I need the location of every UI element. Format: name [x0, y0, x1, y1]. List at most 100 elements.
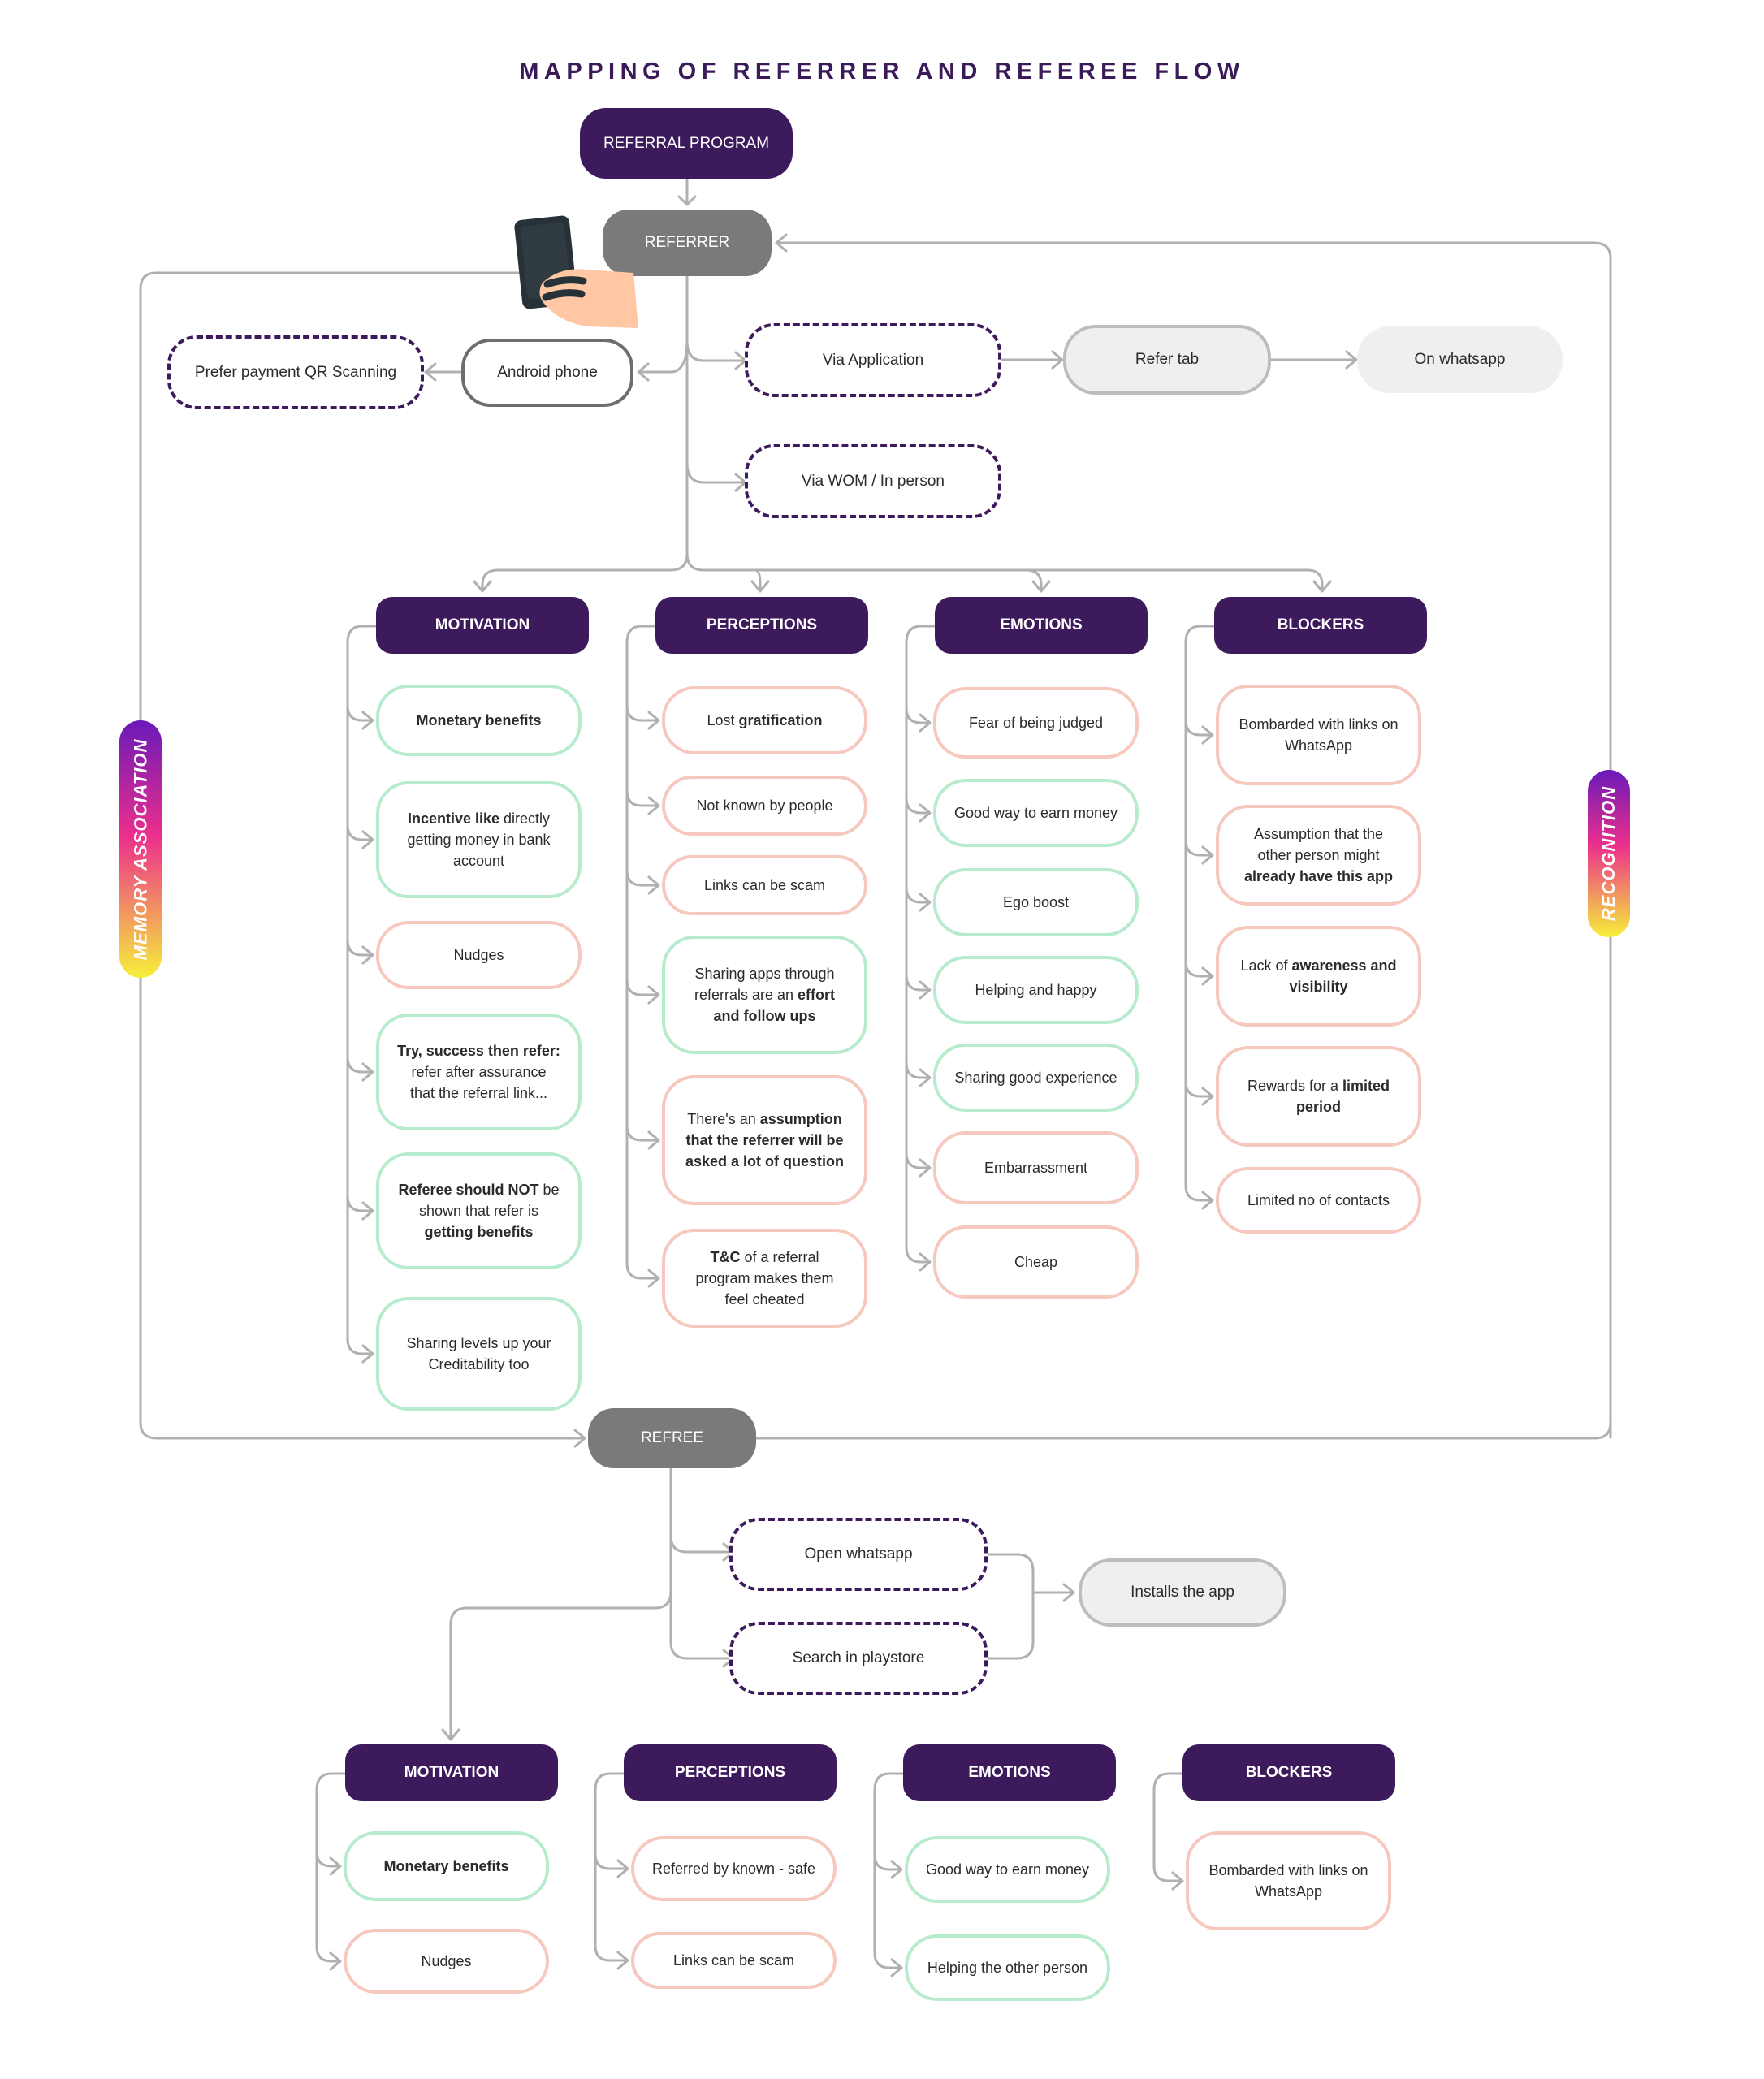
- refree-node[interactable]: REFREE: [588, 1408, 756, 1468]
- on-whatsapp-node[interactable]: On whatsapp: [1357, 326, 1563, 393]
- header-motivation[interactable]: MOTIVATION: [376, 597, 589, 654]
- list-item[interactable]: Fear of being judged: [933, 687, 1139, 759]
- list-item[interactable]: Ego boost: [933, 868, 1139, 936]
- list-item[interactable]: Try, success then refer:refer after assu…: [376, 1014, 582, 1130]
- android-phone-node[interactable]: Android phone: [461, 339, 633, 407]
- list-item[interactable]: Helping the other person: [905, 1934, 1110, 2001]
- list-item[interactable]: Nudges: [376, 921, 582, 989]
- qr-scanning-label: Prefer payment QR Scanning: [194, 363, 397, 381]
- connector-segment: [616, 1951, 629, 1970]
- header-blockers[interactable]: BLOCKERS: [1214, 597, 1427, 654]
- list-item[interactable]: Links can be scam: [662, 855, 867, 915]
- open-whatsapp-label: Open whatsapp: [804, 1545, 913, 1563]
- connector-segment: [1201, 725, 1214, 745]
- list-item-text: Helping and happy: [975, 981, 1097, 998]
- hand-holding-phone-icon: [514, 215, 638, 328]
- on-whatsapp-label: On whatsapp: [1414, 351, 1506, 369]
- header-perceptions[interactable]: PERCEPTIONS: [624, 1744, 837, 1801]
- list-item[interactable]: Lost gratification: [662, 686, 867, 754]
- connector-segment: [361, 711, 374, 730]
- refer-tab-label: Refer tab: [1135, 351, 1200, 369]
- list-item-text: Helping the other person: [927, 1959, 1088, 1976]
- connector-segment: [625, 979, 659, 996]
- connector-segment: [647, 1269, 660, 1288]
- open-whatsapp-node[interactable]: Open whatsapp: [729, 1518, 988, 1591]
- connector-segment: [905, 974, 930, 992]
- search-playstore-node[interactable]: Search in playstore: [729, 1622, 988, 1695]
- header-motivation[interactable]: MOTIVATION: [345, 1744, 558, 1801]
- list-item-text: Links can be scam: [703, 876, 826, 893]
- connector-segment: [1184, 719, 1213, 737]
- referrer-node[interactable]: REFERRER: [603, 210, 772, 276]
- connector-segment: [315, 1945, 340, 1963]
- list-item-text: Cheap: [1014, 1253, 1058, 1270]
- connector-segment: [625, 1124, 659, 1142]
- header-blockers[interactable]: BLOCKERS: [1182, 1744, 1395, 1801]
- header-perceptions[interactable]: PERCEPTIONS: [655, 597, 868, 654]
- connector-segment: [346, 823, 373, 841]
- connector-segment: [315, 1850, 340, 1868]
- connector-segment: [1184, 1080, 1213, 1098]
- list-item[interactable]: Helping and happy: [933, 956, 1139, 1024]
- connector-segment: [873, 1853, 901, 1871]
- referral-program-node[interactable]: REFERRAL PROGRAM: [580, 108, 793, 179]
- header-emotions[interactable]: EMOTIONS: [935, 597, 1148, 654]
- list-item-text: Nudges: [453, 946, 504, 963]
- header-emotions[interactable]: EMOTIONS: [903, 1744, 1116, 1801]
- connector-segment: [919, 803, 932, 823]
- list-item[interactable]: Links can be scam: [631, 1932, 837, 1989]
- list-item-text: Referred by known - safe: [651, 1860, 816, 1877]
- list-item[interactable]: Nudges: [344, 1929, 549, 1994]
- connector-segment: [905, 1246, 930, 1264]
- memory-association-text: MEMORY ASSOCIATION: [130, 738, 150, 960]
- connector-segment: [919, 713, 932, 733]
- installs-app-label: Installs the app: [1131, 1584, 1234, 1601]
- list-item-text: Try, success then refer:refer after assu…: [397, 1042, 560, 1102]
- connector-segment: [594, 1852, 628, 1870]
- connector-segment: [919, 980, 932, 1000]
- connector-segment: [1201, 1191, 1214, 1210]
- list-item[interactable]: Good way to earn money: [933, 779, 1139, 847]
- qr-scanning-node[interactable]: Prefer payment QR Scanning: [167, 335, 424, 409]
- connector-segment: [346, 939, 373, 957]
- list-item[interactable]: Sharing good experience: [933, 1044, 1139, 1112]
- via-wom-node[interactable]: Via WOM / In person: [745, 444, 1001, 518]
- connector-segment: [346, 1056, 373, 1074]
- connector-segment: [346, 704, 373, 722]
- list-item[interactable]: Not known by people: [662, 776, 867, 836]
- installs-app-node[interactable]: Installs the app: [1079, 1558, 1286, 1627]
- refer-tab-node[interactable]: Refer tab: [1063, 325, 1271, 395]
- connector-segment: [905, 1061, 930, 1079]
- list-item[interactable]: Monetary benefits: [344, 1831, 549, 1901]
- list-item-text: Monetary benefits: [416, 711, 542, 728]
- connector-segment: [594, 1944, 628, 1962]
- referral-program-label: REFERRAL PROGRAM: [603, 134, 770, 152]
- connector-segment: [919, 1158, 932, 1178]
- via-application-node[interactable]: Via Application: [745, 323, 1001, 397]
- list-item[interactable]: Embarrassment: [933, 1131, 1139, 1204]
- via-wom-label: Via WOM / In person: [802, 472, 945, 490]
- via-application-label: Via Application: [822, 351, 924, 369]
- list-item[interactable]: Cheap: [933, 1225, 1139, 1299]
- list-item[interactable]: Referred by known - safe: [631, 1836, 837, 1901]
- connector-segment: [361, 945, 374, 965]
- list-item[interactable]: Limited no of contacts: [1216, 1167, 1421, 1234]
- list-item[interactable]: Good way to earn money: [905, 1836, 1110, 1903]
- list-item[interactable]: Monetary benefits: [376, 685, 582, 756]
